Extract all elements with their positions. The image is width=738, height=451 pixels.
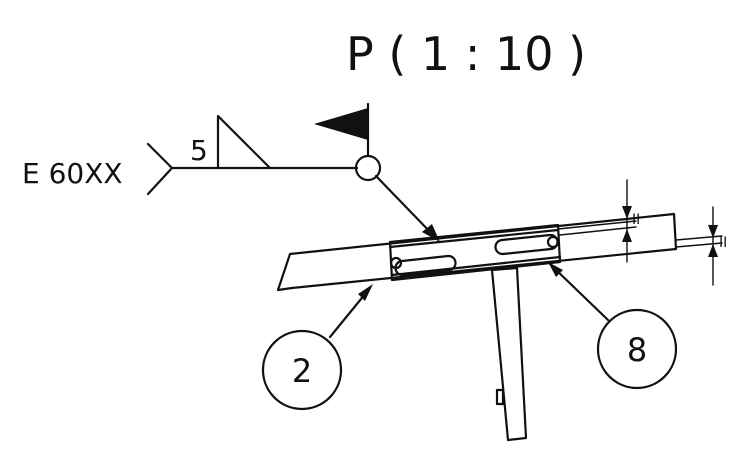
vertical-member [490,266,528,442]
balloon-2 [261,284,373,411]
weld-all-around-circle-icon [354,154,382,182]
balloon-8 [548,262,678,390]
field-weld-flag-icon [314,108,368,140]
slotted-plate-part-8 [388,223,562,282]
bolt-left [389,256,403,270]
fillet-weld-triangle-icon [216,114,272,170]
thickness-indicator-upper [557,179,637,263]
view-title: P ( 1 : 10 ) [346,27,586,81]
balloon-8-label: 8 [627,331,647,369]
fillet-size-label: 5 [190,134,208,167]
weld-symbol [146,102,440,242]
arrow-leader [374,174,436,238]
bolt-right [546,235,560,249]
thickness-mark-lower: II [719,235,727,251]
weld-tail [146,142,174,196]
electrode-label: E 60XX [22,157,123,190]
thickness-indicator-lower [675,206,723,286]
thickness-mark-upper: II [632,212,640,228]
slot-left [394,254,457,277]
plate-part-2 [276,212,678,292]
balloon-2-label: 2 [292,352,312,390]
